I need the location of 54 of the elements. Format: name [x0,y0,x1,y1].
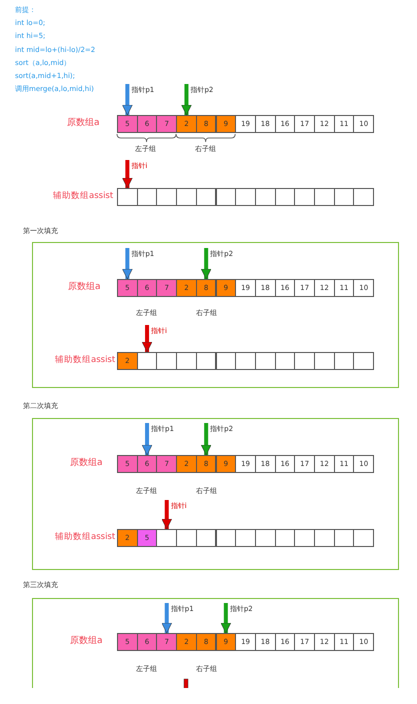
array-label: 辅助数组assist [55,356,116,364]
array-label: 辅助数组assist [53,192,114,200]
array-cell [235,352,256,370]
array-cell [353,188,374,206]
array-cell [235,529,256,547]
array-cell [274,352,296,370]
array-label: 原数组a [67,119,100,128]
array-cell [314,529,335,547]
pointer-arrow [122,248,133,280]
pointer-arrow [162,500,172,530]
array-cell [353,529,374,547]
array-cell [176,188,197,206]
array-cell [334,529,354,547]
array-cell [274,188,296,206]
array-cell [294,352,315,370]
pointer-arrow [122,160,133,188]
array-cell [156,188,178,206]
array-label: 辅助数组assist [55,533,116,542]
array-cell [136,188,158,206]
array-cell [216,352,236,370]
array-label: 原数组a [68,283,101,292]
pointer-arrow [181,84,192,116]
pointer-arrow [200,423,212,456]
array-label: 原数组a [70,459,103,468]
array-cell [196,529,216,547]
array-cell [274,529,296,547]
pointer-arrow [142,423,152,456]
pointer-arrow [162,603,172,634]
array-cell [334,188,354,206]
array-cell [254,188,276,206]
array-cell [176,529,197,547]
array-cell [314,188,335,206]
array-cell [334,352,354,370]
array-cell [235,188,256,206]
array-cell [136,352,158,370]
array-cell [314,352,335,370]
array-label: 原数组a [70,637,103,646]
array-cell [196,352,216,370]
array-cell [216,188,236,206]
pointer-arrow [220,603,232,634]
array-cell [176,352,197,370]
array-cell [254,529,276,547]
array-cell [353,352,374,370]
pointer-arrow [122,84,133,116]
array-cell [294,529,315,547]
array-cell [254,352,276,370]
array-cell [117,188,138,206]
array-cell [156,352,178,370]
array-cell [294,188,315,206]
array-cell [156,529,178,547]
pointer-arrow [142,325,152,352]
array-cell [216,529,236,547]
pointer-arrow [200,248,212,280]
array-cell [196,188,216,206]
